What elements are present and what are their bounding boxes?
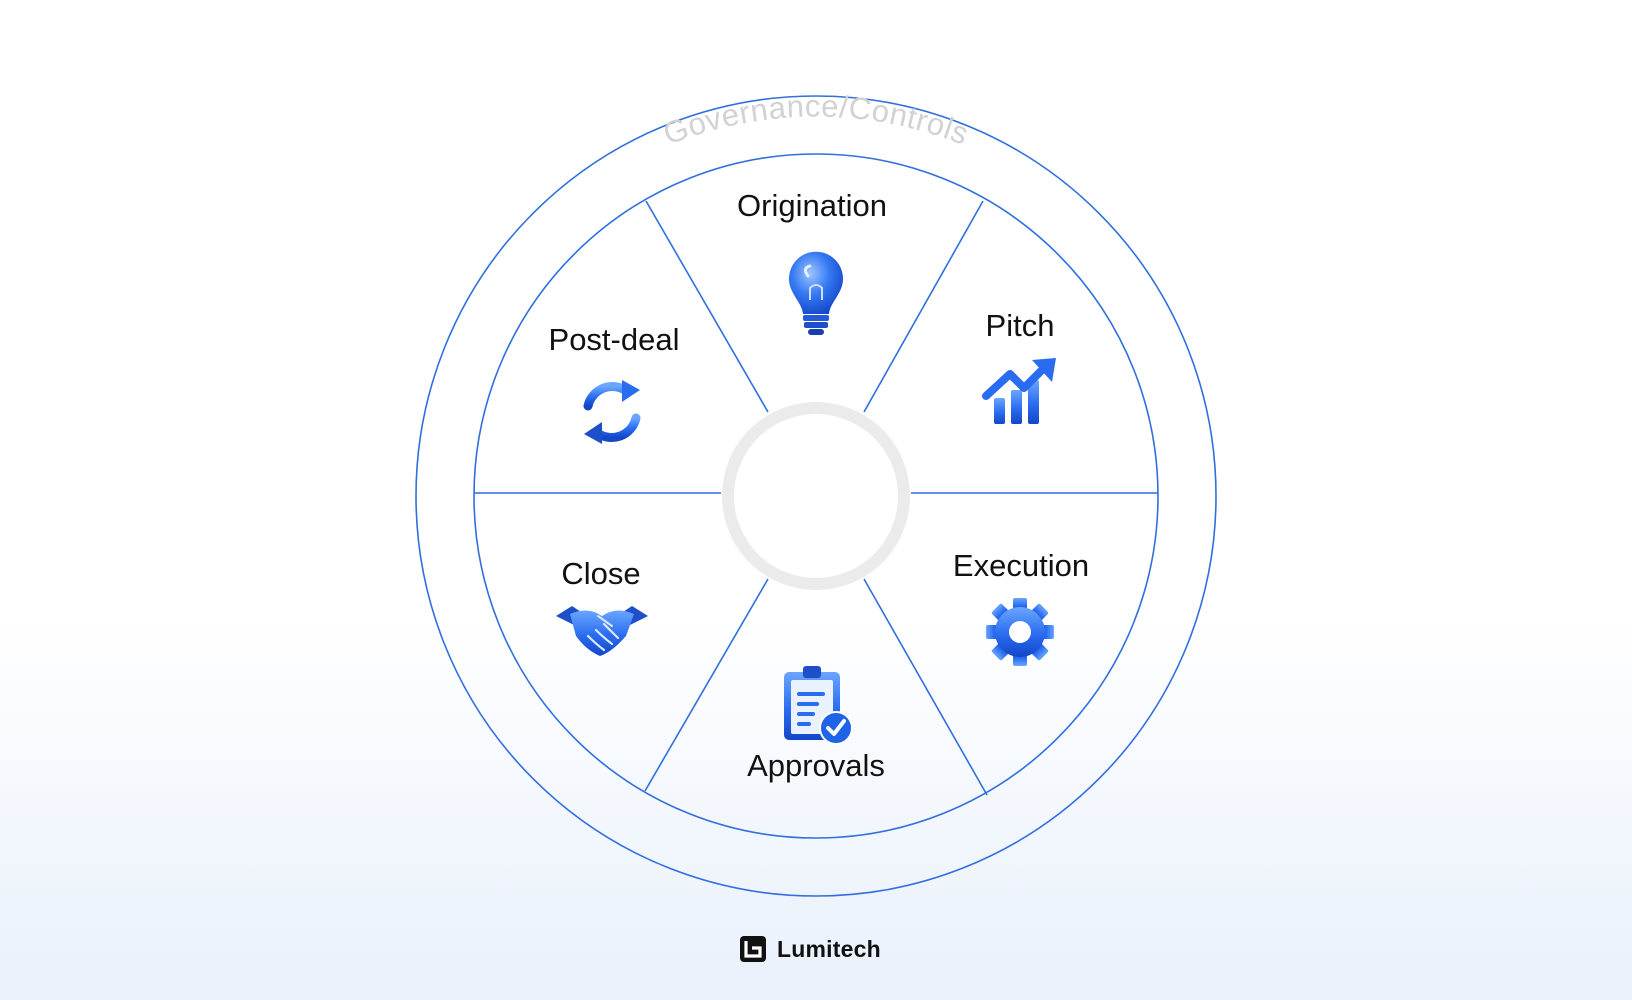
handshake-icon (556, 606, 648, 656)
brand-logo: Lumitech (740, 935, 881, 963)
center-hub (722, 402, 910, 590)
governance-outer-ring (415, 95, 1217, 897)
brand-name: Lumitech (777, 935, 881, 962)
governance-label: Governance/Controls (659, 89, 974, 152)
lumitech-logo-icon (740, 936, 766, 962)
segment-label-execution: Execution (953, 548, 1089, 583)
lightbulb-icon (789, 251, 843, 335)
divider-postdeal-origination (645, 200, 769, 413)
segment-label-pitch: Pitch (986, 308, 1055, 343)
refresh-cycle-icon (583, 380, 641, 444)
segment-label-origination: Origination (737, 188, 887, 223)
growth-chart-icon (982, 358, 1056, 424)
divider-origination-pitch (863, 200, 984, 413)
segment-label-close: Close (561, 556, 640, 591)
clipboard-check-icon (784, 666, 853, 745)
divider-execution-approvals (863, 578, 988, 796)
divider-approvals-close (644, 578, 769, 792)
gear-icon (986, 598, 1054, 666)
segment-label-post-deal: Post-deal (549, 322, 680, 357)
segment-label-approvals: Approvals (747, 748, 885, 783)
segments-inner-ring (473, 153, 1159, 839)
